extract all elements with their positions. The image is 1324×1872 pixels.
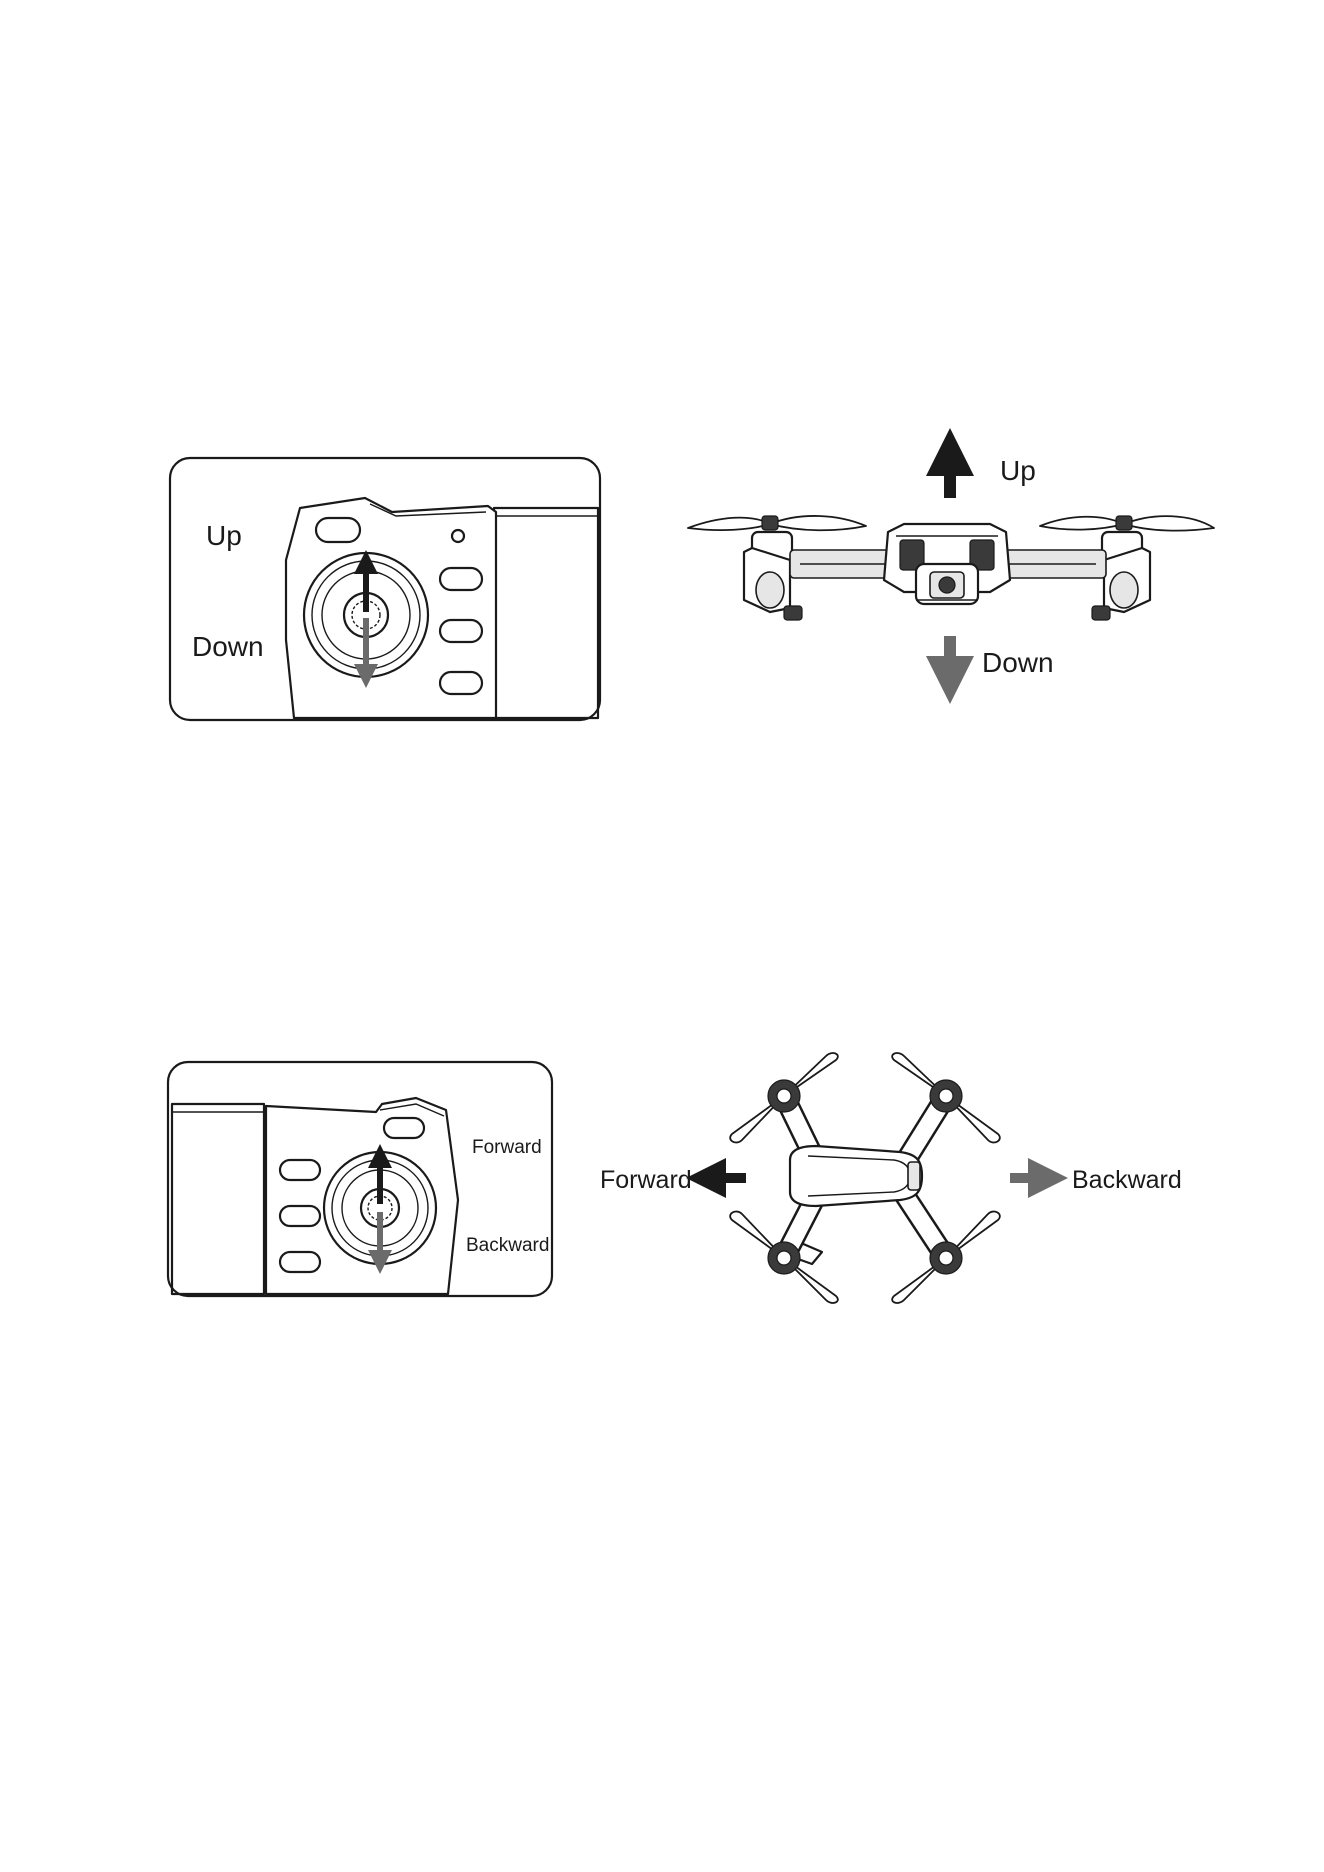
controller-label-forward: Forward <box>472 1137 542 1158</box>
controller-label-up: Up <box>206 520 242 551</box>
drone-label-backward: Backward <box>1072 1166 1182 1194</box>
drone-label-down: Down <box>982 647 1054 678</box>
drone-front-view: Up Down <box>688 452 1214 680</box>
controller-diagram-pitch: Forward Backward <box>168 1062 552 1296</box>
drone-top-view: Forward Backward <box>600 1053 1182 1303</box>
drone-label-up: Up <box>1000 455 1036 486</box>
controller-label-down: Down <box>192 631 264 662</box>
controller-label-backward: Backward <box>466 1235 549 1256</box>
controller-diagram-throttle: Up Down <box>170 458 600 720</box>
drone-label-forward: Forward <box>600 1166 692 1194</box>
